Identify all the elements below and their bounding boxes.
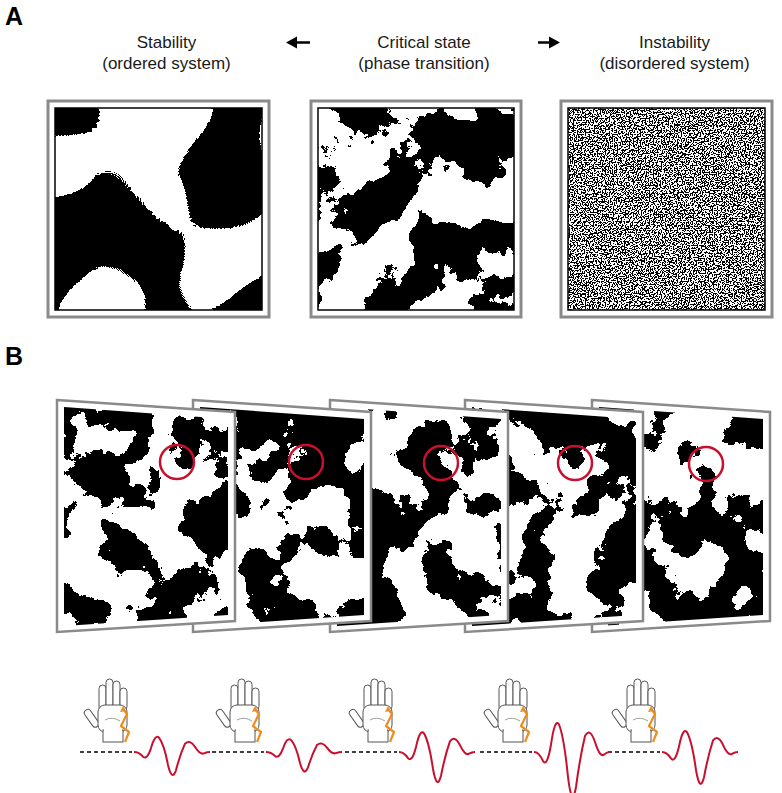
- baselines: [80, 751, 660, 753]
- critical-panel: [311, 101, 521, 317]
- panel-node: Stability(ordered system): [47, 16, 286, 320]
- ordered-panel: [48, 101, 269, 317]
- stimulated-hands: [83, 679, 657, 742]
- panel-node: Critical state(phase transition): [310, 16, 538, 320]
- panel-subheading: (phase transition): [310, 53, 538, 74]
- panel-node: Instability(disordered system): [560, 16, 782, 320]
- direction-arrow: [286, 37, 310, 49]
- disordered-panel: [561, 101, 772, 317]
- direction-arrow: [538, 37, 560, 49]
- panel-heading: Stability: [47, 32, 286, 53]
- panel-heading: Instability: [560, 32, 782, 53]
- panel-subheading: (disordered system): [560, 53, 782, 74]
- panel-heading: Critical state: [310, 32, 538, 53]
- panel-letter: B: [5, 342, 23, 370]
- panel-letter: A: [5, 2, 23, 30]
- waveforms: [134, 723, 738, 793]
- frame-1: [57, 400, 235, 632]
- panel-subheading: (ordered system): [47, 53, 286, 74]
- focus-circles: [160, 445, 723, 481]
